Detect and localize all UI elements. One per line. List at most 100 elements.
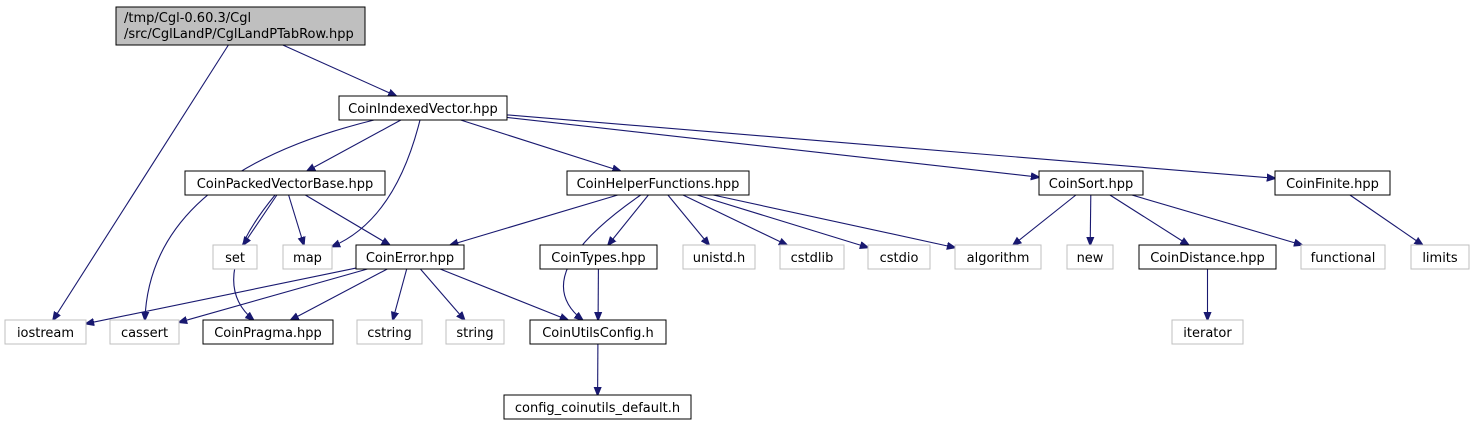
node-box [566,170,750,196]
edge-coin-error-to-cstring [393,268,408,320]
node-label: set [225,251,245,266]
node-label: /src/CglLandP/CglLandPTabRow.hpp [124,27,354,42]
node-label: CoinPragma.hpp [214,326,322,341]
node-coin-helper-functions[interactable]: CoinHelperFunctions.hpp [566,170,750,196]
node-box [779,244,845,270]
node-coin-types[interactable]: CoinTypes.hpp [539,244,658,270]
node-label: iostream [17,326,74,341]
edge-coin-helper-functions-to-unistd [667,194,709,245]
node-map: map [282,244,333,270]
edge-coin-packed-vector-base-to-set [243,194,278,245]
edge-coin-indexed-vector-to-coin-packed-vector-base [307,119,402,171]
node-box [1274,170,1391,196]
edge-coin-error-to-coin-pragma [291,268,388,320]
node-label: limits [1422,251,1458,266]
node-root[interactable]: /tmp/Cgl-0.60.3/Cgl/src/CglLandP/CglLand… [115,6,366,46]
edge-root-to-iostream [53,44,229,320]
node-iostream: iostream [4,319,87,345]
node-label: cstdlib [791,251,834,266]
node-coin-sort[interactable]: CoinSort.hpp [1038,170,1144,196]
node-box [184,170,386,196]
node-coin-utils-config[interactable]: CoinUtilsConfig.h [529,319,667,345]
node-box [529,319,667,345]
node-box [4,319,87,345]
node-box [115,6,366,46]
node-coin-indexed-vector[interactable]: CoinIndexedVector.hpp [338,95,508,121]
node-box [1410,244,1470,270]
node-label: functional [1311,251,1376,266]
edge-coin-helper-functions-to-coin-types [608,194,649,245]
edge-coin-helper-functions-to-cstdio [696,194,868,248]
node-string: string [445,319,505,345]
edge-coin-packed-vector-base-to-coin-error [305,194,389,245]
node-label: unistd.h [693,251,746,266]
node-label: cassert [121,326,168,341]
node-layer: /tmp/Cgl-0.60.3/Cgl/src/CglLandP/CglLand… [4,6,1470,420]
node-label: cstdio [880,251,919,266]
node-box [954,244,1042,270]
node-label: CoinPackedVectorBase.hpp [197,177,374,192]
node-box [356,319,423,345]
node-coin-distance[interactable]: CoinDistance.hpp [1138,244,1277,270]
edge-coin-indexed-vector-to-map [332,119,421,247]
node-label: CoinFinite.hpp [1286,177,1379,192]
node-cstdlib: cstdlib [779,244,845,270]
edge-coin-packed-vector-base-to-map [288,194,304,245]
node-box [682,244,756,270]
node-cstdio: cstdio [867,244,931,270]
node-limits: limits [1410,244,1470,270]
node-label: new [1077,251,1104,266]
edge-coin-indexed-vector-to-coin-helper-functions [460,119,621,171]
edge-coin-error-to-iostream [86,267,357,324]
node-coin-pragma[interactable]: CoinPragma.hpp [202,319,334,345]
node-label: string [456,326,493,341]
node-new: new [1066,244,1114,270]
node-algorithm: algorithm [954,244,1042,270]
node-label: CoinSort.hpp [1049,177,1133,192]
node-box [338,95,508,121]
node-cassert: cassert [109,319,180,345]
edge-coin-sort-to-functional [1131,194,1302,245]
node-cstring: cstring [356,319,423,345]
node-coin-finite[interactable]: CoinFinite.hpp [1274,170,1391,196]
node-box [1138,244,1277,270]
node-coin-packed-vector-base[interactable]: CoinPackedVectorBase.hpp [184,170,386,196]
edge-coin-helper-functions-to-algorithm [712,194,955,248]
node-unistd: unistd.h [682,244,756,270]
node-box [1066,244,1114,270]
node-label: map [293,251,322,266]
node-box [1300,244,1386,270]
node-config-coinutils-default[interactable]: config_coinutils_default.h [503,394,692,420]
edge-coin-sort-to-coin-distance [1109,194,1189,245]
node-label: iterator [1183,326,1232,341]
node-functional: functional [1300,244,1386,270]
edge-coin-indexed-vector-to-coin-finite [506,114,1275,178]
node-label: /tmp/Cgl-0.60.3/Cgl [124,11,251,26]
node-box [1171,319,1244,345]
node-box [539,244,658,270]
edge-coin-helper-functions-to-cstdlib [682,194,787,245]
node-box [503,394,692,420]
node-label: CoinIndexedVector.hpp [348,102,498,117]
node-box [212,244,258,270]
node-box [355,244,465,270]
edge-coin-sort-to-new [1090,194,1091,245]
edge-coin-finite-to-limits [1349,194,1423,245]
node-label: CoinTypes.hpp [551,251,645,266]
node-box [1038,170,1144,196]
node-label: CoinHelperFunctions.hpp [577,177,740,192]
node-box [202,319,334,345]
node-coin-error[interactable]: CoinError.hpp [355,244,465,270]
node-box [867,244,931,270]
node-iterator: iterator [1171,319,1244,345]
edge-coin-sort-to-algorithm [1013,194,1077,245]
node-box [282,244,333,270]
edge-coin-indexed-vector-to-cassert [145,119,375,320]
edge-coin-error-to-cassert [179,268,368,322]
edge-coin-error-to-coin-utils-config [439,268,568,320]
node-box [445,319,505,345]
node-label: algorithm [967,251,1030,266]
edge-coin-indexed-vector-to-coin-sort [506,116,1039,177]
node-label: CoinError.hpp [366,251,454,266]
